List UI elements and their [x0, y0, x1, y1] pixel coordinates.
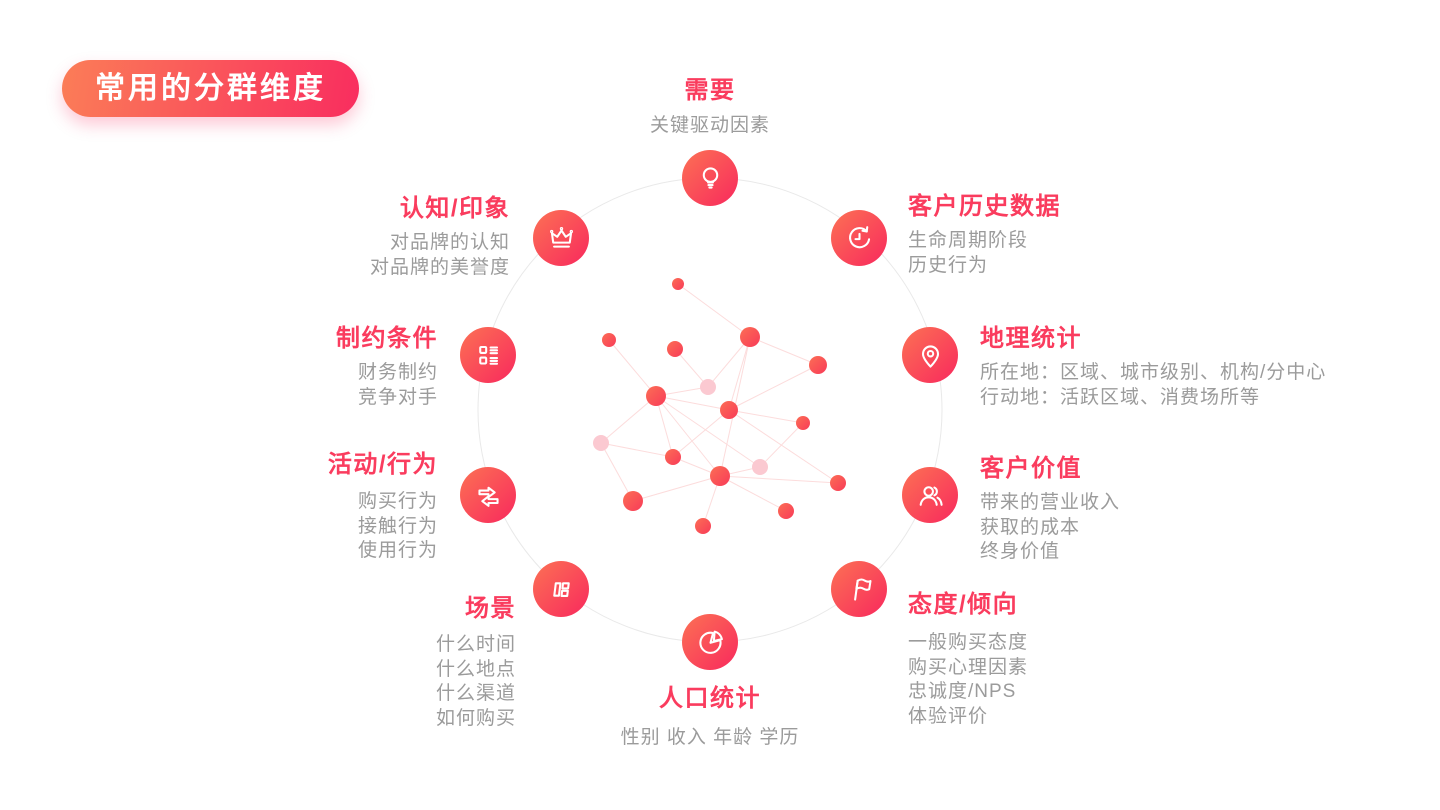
dimension-title: 态度/倾向 [908, 591, 1019, 618]
dimension-item: 终身价值 [980, 541, 1061, 562]
network-node [665, 449, 681, 465]
dimension-constraints: 制约条件 财务制约 竞争对手 [336, 326, 438, 410]
network-edge [655, 395, 761, 468]
checklist-icon [460, 327, 516, 383]
dimension-title: 客户价值 [980, 455, 1082, 482]
dimension-item: 性别 收入 年龄 学历 [620, 727, 800, 748]
network-edge [759, 422, 804, 468]
dimension-attitude: 态度/倾向 一般购买态度 购买心理因素 忠诚度/NPS 体验评价 [908, 592, 1028, 729]
network-node [672, 278, 684, 290]
network-node [667, 341, 683, 357]
network-edge [672, 409, 730, 458]
network-node [623, 491, 643, 511]
network-edge [600, 395, 657, 444]
page-title: 常用的分群维度 [62, 60, 359, 117]
network-node [695, 518, 711, 534]
dimension-title: 活动/行为 [327, 451, 438, 478]
dimension-item: 忠诚度/NPS [908, 681, 1017, 702]
dimension-item: 财务制约 [357, 362, 438, 383]
crown-icon [533, 210, 589, 266]
dimension-title: 地理统计 [980, 325, 1082, 352]
dimension-title: 人口统计 [659, 685, 761, 712]
dimension-item: 关键驱动因素 [649, 115, 770, 136]
dimension-customer-value: 客户价值 带来的营业收入 获取的成本 终身价值 [980, 456, 1120, 565]
dimension-scene: 场景 什么时间 什么地点 什么渠道 如何购买 [436, 596, 516, 731]
dimension-item: 购买心理因素 [908, 656, 1029, 678]
dimension-item: 对品牌的美誉度 [369, 256, 510, 278]
flag-icon [831, 561, 887, 617]
dimension-geography: 地理统计 所在地：区域、城市级别、机构/分中心 行动地：活跃区域、消费场所等 [980, 326, 1326, 410]
pie-chart-icon [682, 614, 738, 670]
folded-map-icon [533, 561, 589, 617]
network-edge [728, 409, 804, 424]
dimension-item: 获取的成本 [980, 516, 1081, 538]
dimension-cognition: 认知/印象 对品牌的认知 对品牌的美誉度 [370, 196, 510, 280]
network-node [830, 475, 846, 491]
location-pin-icon [902, 327, 958, 383]
dimension-item: 对品牌的认知 [389, 232, 510, 253]
network-node [740, 327, 760, 347]
dimension-item: 历史行为 [908, 254, 989, 276]
users-icon [902, 467, 958, 523]
history-clock-icon [831, 210, 887, 266]
dimension-item: 带来的营业收入 [980, 492, 1121, 513]
dimension-activity: 活动/行为 购买行为 接触行为 使用行为 [328, 452, 438, 564]
network-edge [655, 395, 721, 477]
exchange-arrows-icon [460, 467, 516, 523]
network-node [602, 333, 616, 347]
dimension-item: 行动地：活跃区域、消费场所等 [980, 386, 1261, 408]
network-edge [655, 395, 674, 458]
dimension-title: 场景 [465, 595, 516, 622]
dimension-item: 一般购买态度 [908, 632, 1029, 653]
network-node [593, 435, 609, 451]
lightbulb-icon [682, 150, 738, 206]
dimension-item: 如何购买 [435, 707, 516, 729]
network-edge [707, 336, 751, 388]
dimension-item: 生命周期阶段 [908, 230, 1029, 251]
dimension-item: 所在地：区域、城市级别、机构/分中心 [980, 362, 1327, 383]
network-node [752, 459, 768, 475]
dimension-item: 什么渠道 [435, 683, 516, 704]
network-edge [655, 395, 730, 411]
dimension-item: 接触行为 [357, 515, 438, 537]
dimension-title: 客户历史数据 [908, 193, 1061, 220]
network-edge [728, 409, 839, 484]
dimension-customer-history: 客户历史数据 生命周期阶段 历史行为 [908, 194, 1061, 278]
network-node [720, 401, 738, 419]
network-edge [632, 475, 721, 502]
network-node [646, 386, 666, 406]
network-edge [728, 364, 819, 411]
dimension-item: 体验评价 [908, 705, 989, 727]
network-edge [600, 442, 674, 458]
network-edge [749, 336, 819, 366]
network-node [809, 356, 827, 374]
network-node [710, 466, 730, 486]
dimension-title: 认知/印象 [399, 195, 510, 222]
dimension-title: 制约条件 [336, 325, 438, 352]
network-edge [728, 336, 751, 411]
dimension-title: 需要 [684, 77, 736, 104]
dimension-item: 竞争对手 [357, 386, 438, 408]
network-edge [719, 475, 787, 512]
network-node [778, 503, 794, 519]
network-edge [608, 339, 657, 397]
dimension-item: 购买行为 [357, 491, 438, 512]
dimension-demographics: 人口统计 性别 收入 年龄 学历 [510, 686, 910, 751]
network-node [796, 416, 810, 430]
dimension-item: 什么时间 [435, 634, 516, 655]
network-edge [674, 348, 709, 388]
dimension-item: 使用行为 [357, 540, 438, 561]
network-edge [600, 442, 634, 502]
network-edge [719, 475, 839, 484]
network-node [700, 379, 716, 395]
network-edge [677, 283, 751, 338]
dimension-item: 什么地点 [435, 658, 516, 680]
dimension-need: 需要 关键驱动因素 [510, 78, 910, 139]
